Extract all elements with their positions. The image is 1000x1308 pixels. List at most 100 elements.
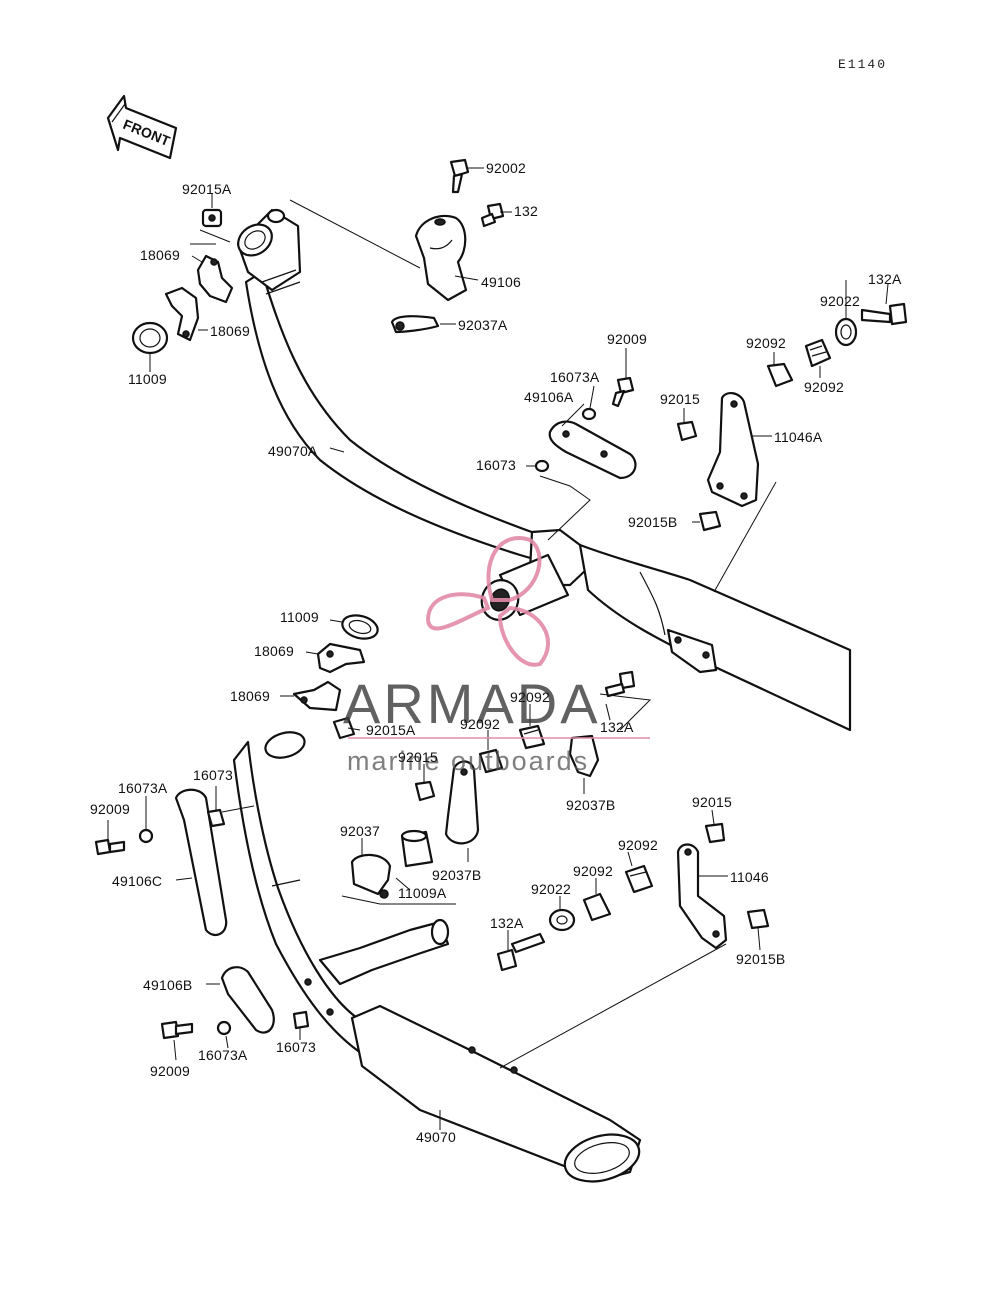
label-49106A: 49106A <box>524 389 574 405</box>
label-18069-top1: 18069 <box>140 247 180 263</box>
label-92009-left: 92009 <box>90 801 130 817</box>
nut-16073-top-icon <box>534 459 550 473</box>
nut-92015A-top-icon <box>201 208 223 228</box>
sleeve-11009A-icon <box>400 829 434 868</box>
label-92092-low2: 92092 <box>573 863 613 879</box>
label-92092-low1: 92092 <box>618 837 658 853</box>
label-132A-low: 132A <box>490 915 524 931</box>
hanger-11046A-icon <box>706 392 760 508</box>
collar-18069-top1-icon <box>196 254 234 304</box>
bushing-92092-top1-icon <box>766 362 794 388</box>
label-92037A: 92037A <box>458 317 508 333</box>
bushing-92092-mid1-icon <box>518 724 546 750</box>
label-92037B-mid1: 92037B <box>566 797 615 813</box>
label-92015B-low: 92015B <box>736 951 785 967</box>
label-11009A: 11009A <box>398 885 447 901</box>
label-92015A-mid: 92015A <box>366 722 416 738</box>
heat-shield-49106C-icon <box>174 788 228 937</box>
label-16073-top: 16073 <box>476 457 516 473</box>
hanger-11046-icon <box>676 843 728 950</box>
label-92009-top: 92009 <box>607 331 647 347</box>
label-16073-bottom: 16073 <box>276 1039 316 1055</box>
propeller-icon <box>425 536 551 667</box>
label-92015B-top: 92015B <box>628 514 677 530</box>
exhaust-pipe-lower <box>232 731 642 1183</box>
nut-92015B-low-icon <box>746 908 770 930</box>
label-92015-mid: 92015 <box>398 749 438 765</box>
washer-92022-low-icon <box>548 908 576 932</box>
label-49070: 49070 <box>416 1129 456 1145</box>
nut-16073-left-icon <box>206 808 226 828</box>
bushing-92092-low2-icon <box>582 892 612 922</box>
label-92002: 92002 <box>486 160 526 176</box>
bolt-132A-mid-icon <box>604 670 636 698</box>
label-11009-mid: 11009 <box>280 609 319 625</box>
part-labels: 92002 132 49106 92037A 92015A 18069 1806… <box>90 160 902 1145</box>
clamp-92037B-mid1-icon <box>568 734 600 778</box>
label-16073A-top: 16073A <box>550 369 600 385</box>
label-92037B-mid2: 92037B <box>432 867 481 883</box>
bolt-92009-left-icon <box>94 838 126 856</box>
watermark-title: ARMADA <box>343 672 601 735</box>
clamp-92037B-mid2-icon <box>444 760 480 845</box>
label-132A-mid: 132A <box>600 719 634 735</box>
heat-shield-49106B-icon <box>220 966 275 1034</box>
diagram-code: E1140 <box>838 57 887 72</box>
label-18069-mid2: 18069 <box>230 688 270 704</box>
label-92092-top1: 92092 <box>746 335 786 351</box>
collar-18069-mid2-icon <box>292 680 342 712</box>
nut-92015-mid-icon <box>414 780 436 802</box>
clamp-92037A-icon <box>390 315 440 334</box>
label-16073A-bottom: 16073A <box>198 1047 248 1063</box>
clamp-49106-icon <box>414 214 468 302</box>
washer-16073A-bottom-icon <box>216 1020 232 1036</box>
label-49106B: 49106B <box>143 977 192 993</box>
collar-18069-top2-icon <box>164 286 200 342</box>
label-92092-mid1: 92092 <box>510 689 550 705</box>
bolt-132-icon <box>480 202 505 228</box>
label-49106C: 49106C <box>112 873 162 889</box>
label-132: 132 <box>514 203 538 219</box>
watermark-logo: ARMADA marine outboards <box>343 536 650 776</box>
label-132A-top: 132A <box>868 271 902 287</box>
bushing-92092-low1-icon <box>624 864 654 894</box>
label-92015A-top: 92015A <box>182 181 232 197</box>
label-92037: 92037 <box>340 823 380 839</box>
washer-16073A-left-icon <box>138 828 154 844</box>
label-18069-mid1: 18069 <box>254 643 294 659</box>
gasket-11009-mid-icon <box>341 614 379 640</box>
leader-lines <box>107 167 889 1130</box>
label-49106: 49106 <box>481 274 521 290</box>
watermark-subtitle: marine outboards <box>347 746 589 776</box>
label-11046A: 11046A <box>774 429 823 445</box>
label-49070A: 49070A <box>268 443 318 459</box>
washer-16073A-top-icon <box>581 407 597 421</box>
nut-92015A-mid-icon <box>332 716 356 740</box>
bolt-132A-top-icon <box>860 302 908 326</box>
label-11009-top: 11009 <box>128 371 167 387</box>
label-92015-right: 92015 <box>692 794 732 810</box>
label-92009-bottom: 92009 <box>150 1063 190 1079</box>
nut-92015-top-icon <box>676 420 698 442</box>
label-16073-left: 16073 <box>193 767 233 783</box>
label-11046: 11046 <box>730 869 769 885</box>
label-16073A-left: 16073A <box>118 780 168 796</box>
clamp-92037-icon <box>350 853 392 899</box>
gasket-11009-top-icon <box>131 321 169 355</box>
bolt-92009-top-icon <box>611 376 635 408</box>
washer-92022-top-icon <box>834 317 858 347</box>
nut-92015-right-icon <box>704 822 726 844</box>
heat-shield-49106A-icon <box>548 420 637 480</box>
nut-16073-bottom-icon <box>292 1010 310 1030</box>
nut-92015B-top-icon <box>698 510 722 532</box>
label-92092-mid2: 92092 <box>460 716 500 732</box>
label-92022-low: 92022 <box>531 881 571 897</box>
bushing-92092-top2-icon <box>804 338 832 368</box>
label-18069-top2: 18069 <box>210 323 250 339</box>
label-92022-top: 92022 <box>820 293 860 309</box>
label-92092-top2: 92092 <box>804 379 844 395</box>
bolt-92009-bottom-icon <box>160 1020 194 1040</box>
label-92015-top: 92015 <box>660 391 700 407</box>
collar-18069-mid1-icon <box>316 642 366 674</box>
